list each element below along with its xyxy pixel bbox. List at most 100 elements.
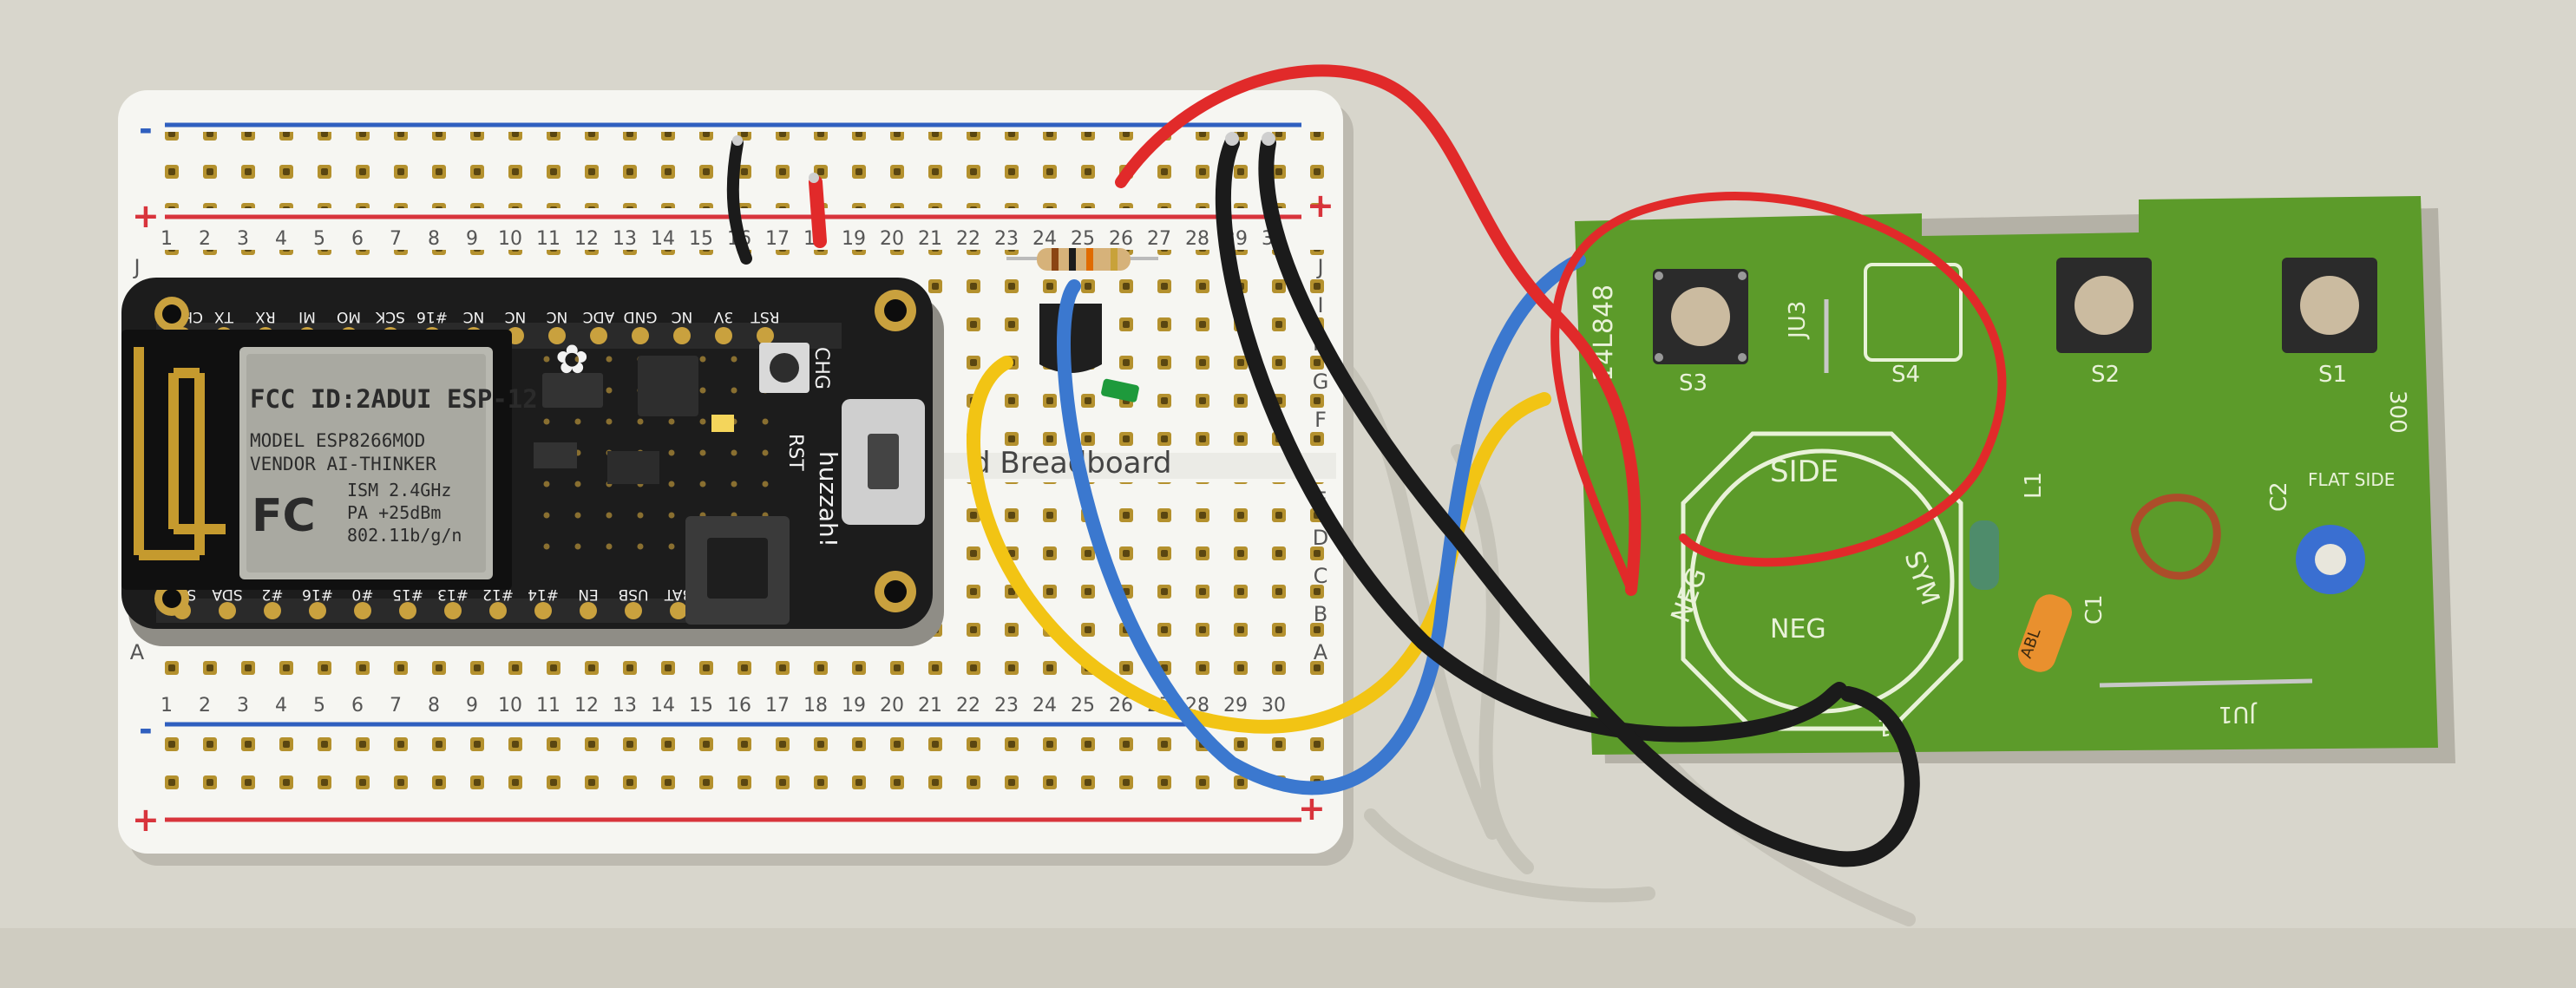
row-label-right: B [1314,602,1327,626]
chip-small-1 [534,442,577,468]
label-s2: S2 [2091,362,2120,388]
column-label-bottom: 8 [428,695,440,716]
column-label-top: 27 [1147,228,1171,250]
header-pin-pad [673,327,691,344]
bottom-pin-label: #14 [528,586,559,603]
column-label-bottom: 26 [1109,695,1133,716]
mount-hole-tr-inner [884,299,907,322]
column-label-top: 8 [428,228,440,250]
column-label-bottom: 21 [918,695,942,716]
header-pin-pad [625,602,642,619]
header-pin-pad [670,602,687,619]
column-label-bottom: 30 [1262,695,1286,716]
top-pin-label: RX [255,308,276,325]
column-label-bottom: 2 [199,695,211,716]
label-l1: L1 [2021,472,2047,499]
row-label-right: A [1314,640,1328,664]
esp-label-model: MODEL ESP8266MOD [250,430,425,451]
rail-minus-top-left: - [139,110,153,148]
label-s3: S3 [1679,370,1708,396]
pcb-board [1575,196,2438,755]
red-ink-mark [2130,494,2221,580]
top-pin-label: NC [547,308,568,325]
label-ju1: JU1 [2219,701,2258,727]
top-pin-label: 3V [713,308,733,325]
rail-plus-top-right: + [1307,186,1334,225]
row-label-left: J [132,255,140,279]
top-pin-label: TX [214,308,234,325]
label-c2: C2 [2266,481,2292,512]
column-label-top: 10 [498,228,522,250]
wire-yellow [967,356,1551,734]
column-label-top: 13 [613,228,637,250]
column-label-bottom: 25 [1071,695,1095,716]
column-label-bottom: 1 [161,695,173,716]
label-side: SIDE [1770,455,1839,489]
header-pin-pad [632,327,649,344]
header-pin-pad [354,602,371,619]
top-pin-label: SCK [375,308,405,325]
micro-usb-opening [868,434,899,489]
switch-s2 [2056,258,2152,353]
column-label-top: 1 [161,228,173,250]
switch-s4-footprint [1864,263,1963,362]
column-label-bottom: 12 [574,695,599,716]
pcb-antenna-trace [134,347,226,560]
top-pin-label: NC [463,308,485,325]
led-indicator [711,415,734,432]
column-label-top: 11 [536,228,560,250]
column-label-bottom: 29 [1223,695,1248,716]
label-s4: S4 [1891,362,1920,388]
row-label-right: G [1313,370,1329,394]
esp-label-fcc: FCC ID:2ADUI ESP-12 [250,384,538,414]
column-label-top: 2 [199,228,211,250]
rail-plus-bottom-left: + [132,801,160,839]
top-pin-label: MI [298,308,316,325]
column-label-top: 3 [237,228,249,250]
remote-control-pcb: 14L848 S3 S4 S2 S1 JU3 SIDE NEG NEG SYM … [1575,196,2455,763]
huzzah-brand: huzzah! [814,451,842,547]
bottom-pin-label: BAT [664,586,692,603]
label-ju3: JU3 [1785,301,1811,340]
column-label-top: 24 [1032,228,1057,250]
bottom-header-pads [174,602,687,619]
wire-red [1115,64,1642,596]
bottom-pin-label: EN [578,586,598,603]
column-label-bottom: 23 [994,695,1019,716]
fc-logo: FC [252,490,316,542]
wire-black-2 [1258,135,1920,867]
rst-button [770,353,799,383]
header-pin-pad [399,602,416,619]
label-flat-side: FLAT SIDE [2308,469,2395,490]
esp-label-pa: PA +25dBm [347,502,441,523]
header-pin-pad [444,602,462,619]
long-wires [967,64,2007,867]
column-label-top: 15 [689,228,713,250]
mount-hole-bl-inner [162,589,181,608]
resistor [1006,248,1158,271]
switch-s3 [1653,269,1748,364]
bottom-pin-label: USB [619,586,649,603]
header-pin-pad [489,602,507,619]
header-pin-pad [757,327,774,344]
column-label-bottom: 19 [842,695,866,716]
rst-label: RST [784,434,806,471]
column-label-bottom: 15 [689,695,713,716]
rail-holes-bottom [147,730,1336,807]
wire-blue [1057,253,1586,795]
chip-small-2 [607,451,659,484]
top-pin-label: NC [672,308,693,325]
top-pin-label: MO [337,308,361,325]
column-label-bottom: 13 [613,695,637,716]
header-pin-pad [580,602,597,619]
header-pin-pad [715,327,732,344]
column-label-bottom: 22 [956,695,980,716]
chg-label: CHG [810,347,832,389]
column-label-top: 5 [313,228,325,250]
inductor-l1 [1970,520,1999,590]
column-label-top: 4 [275,228,287,250]
